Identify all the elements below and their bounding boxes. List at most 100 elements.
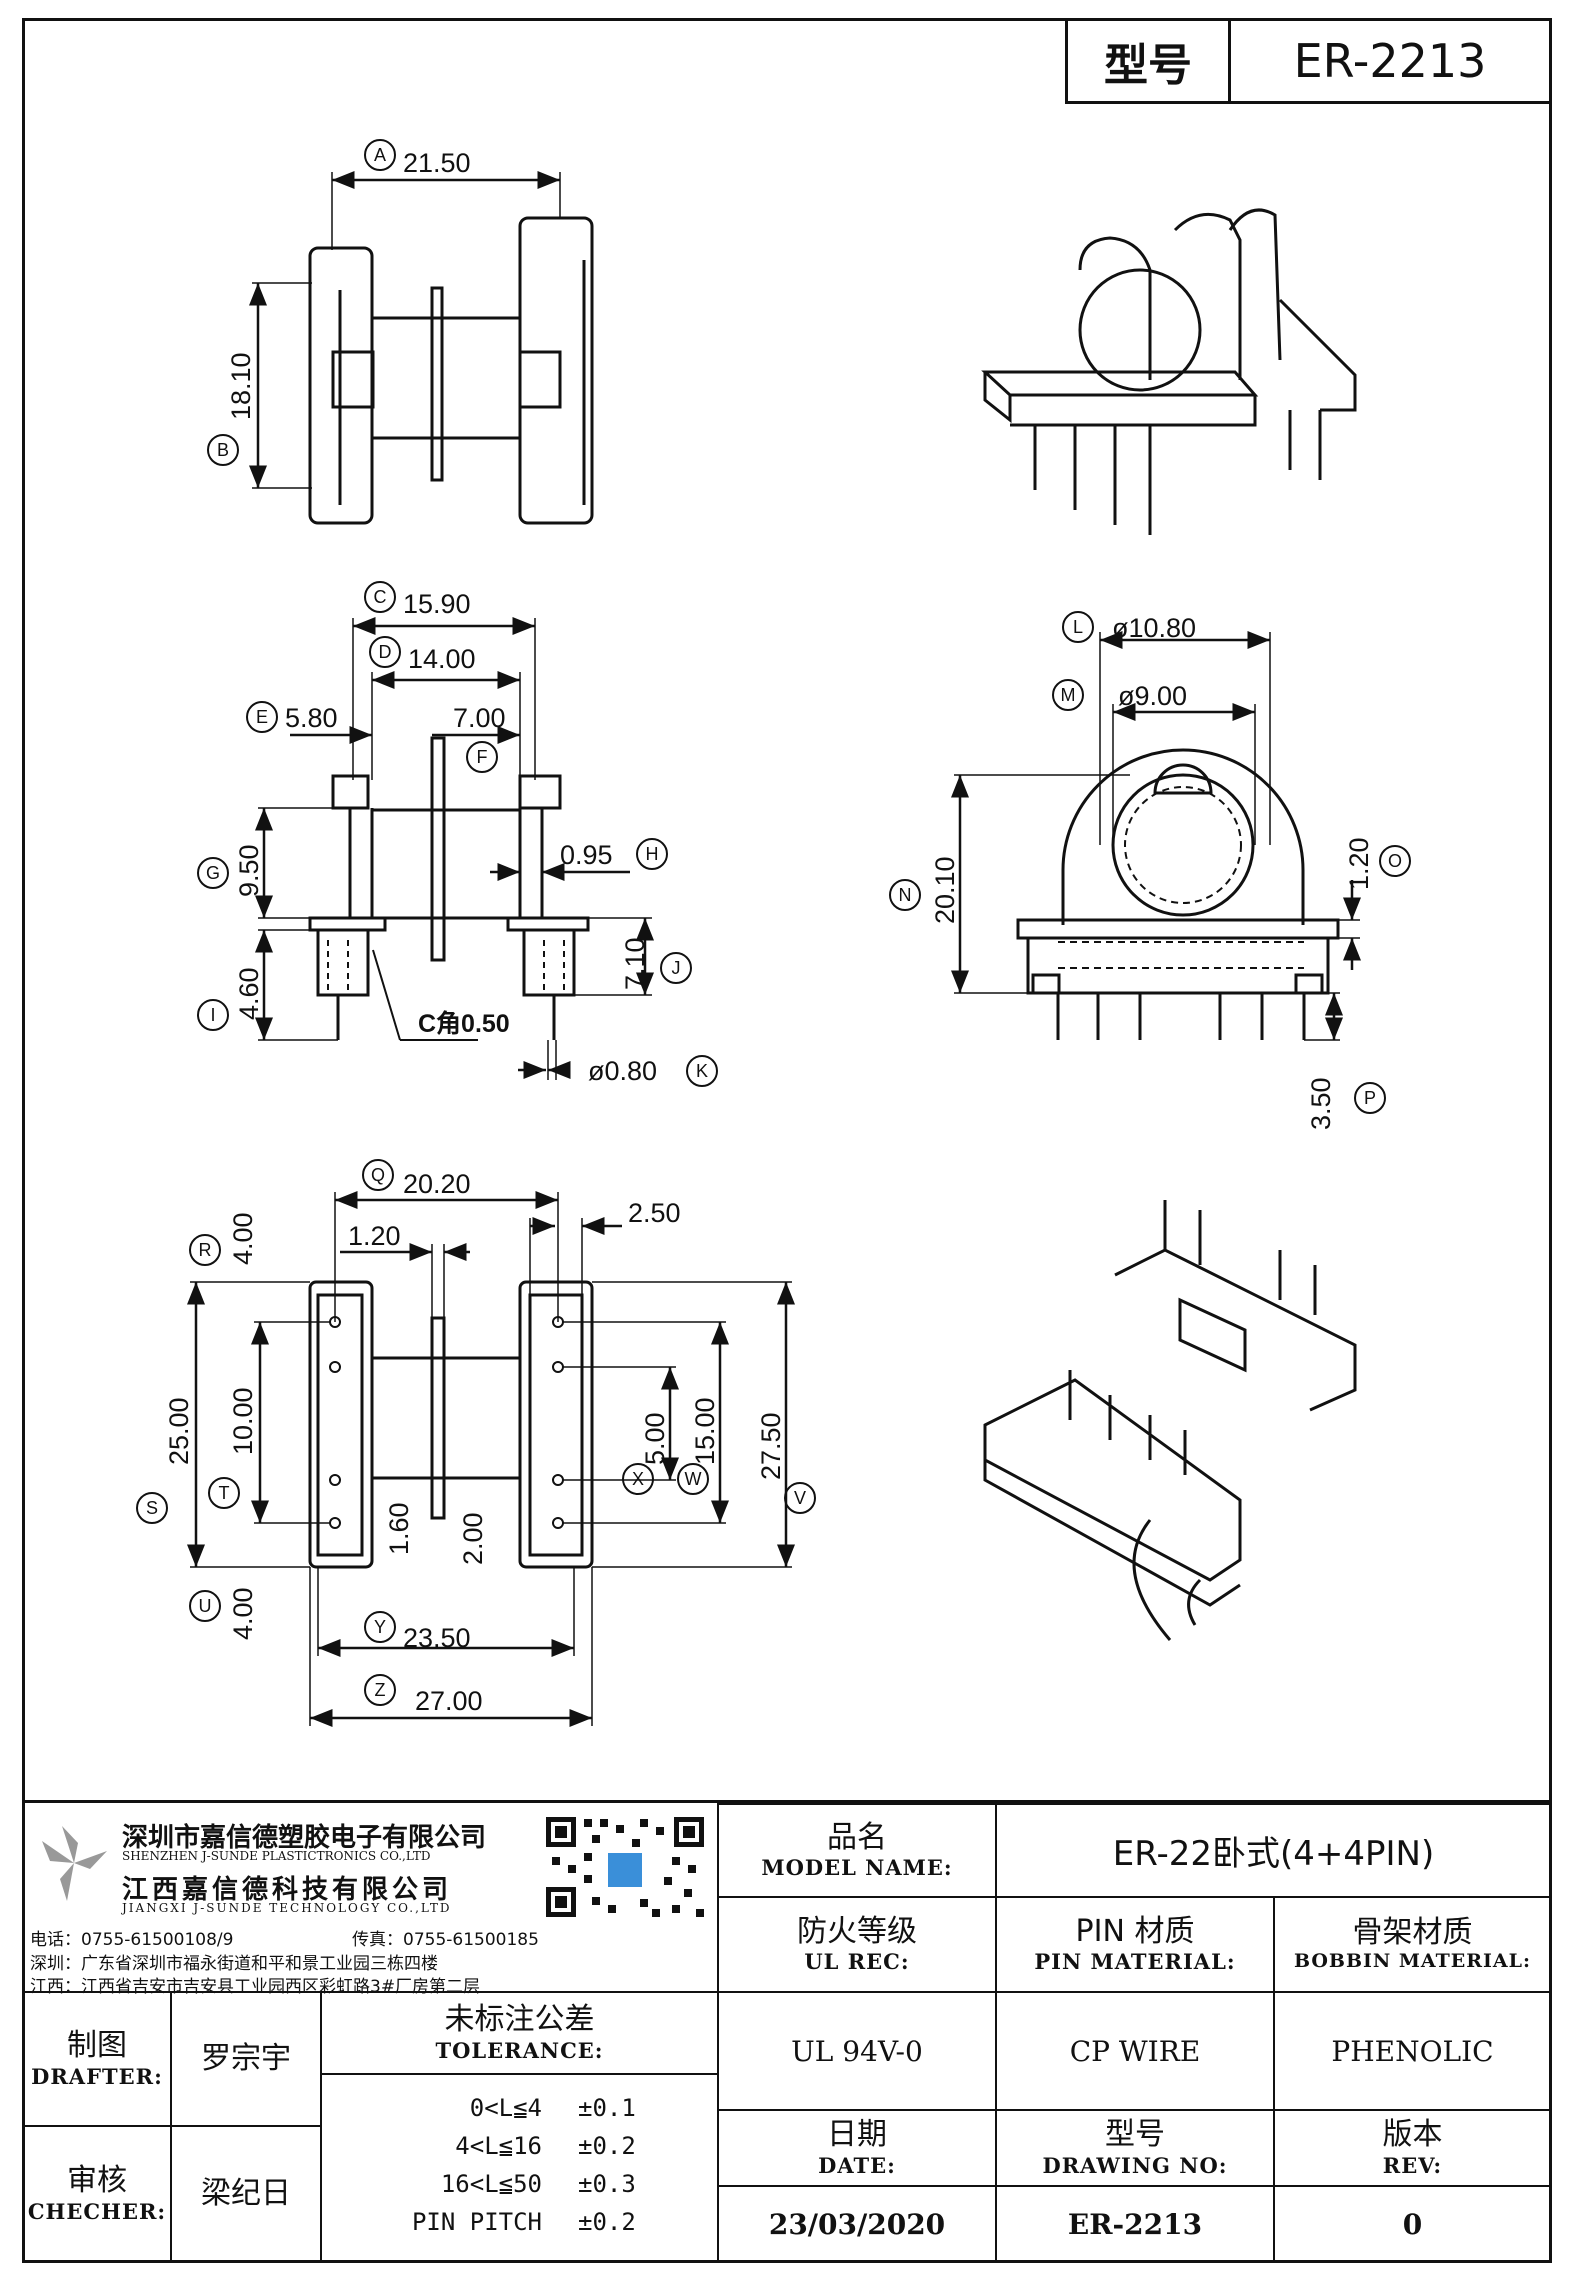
tol-range-1: 0<L≦4 bbox=[469, 2094, 542, 2122]
dim-H: 0.95 bbox=[560, 840, 613, 870]
letter-R: R bbox=[199, 1240, 212, 1260]
dim-C: 15.90 bbox=[403, 589, 471, 619]
dim-U: 4.00 bbox=[228, 1587, 258, 1640]
isometric-view-bottom bbox=[983, 1200, 1357, 1641]
pin-label-cn: PIN 材质 bbox=[1075, 1913, 1195, 1949]
tol-value-2: ±0.2 bbox=[578, 2132, 636, 2160]
dim-T: 1.60 bbox=[384, 1502, 414, 1555]
company-fax: 传真：0755-61500185 bbox=[352, 1930, 539, 1950]
tol-value-4: ±0.2 bbox=[578, 2208, 636, 2236]
dim-2-50: 2.50 bbox=[628, 1198, 681, 1228]
bobbin-label: 骨架材质 BOBBIN MATERIAL: bbox=[1273, 1896, 1552, 1993]
rev-value: 0 bbox=[1273, 2185, 1552, 2263]
dim-G: 9.50 bbox=[234, 844, 264, 897]
letter-V: V bbox=[794, 1488, 806, 1508]
letter-T: T bbox=[219, 1483, 230, 1503]
drawing-no-label-cn: 型号 bbox=[1105, 2117, 1165, 2153]
company-name-cn-2: 江西嘉信德科技有限公司 bbox=[122, 1875, 453, 1905]
dim-B: 18.10 bbox=[226, 352, 256, 420]
model-label: 品名 MODEL NAME: bbox=[717, 1803, 997, 1898]
dim-X: 5.00 bbox=[640, 1412, 670, 1465]
dim-Y: 23.50 bbox=[403, 1623, 471, 1653]
letter-L: L bbox=[1073, 617, 1083, 637]
dim-S: 25.00 bbox=[164, 1397, 194, 1465]
tol-range-4: PIN PITCH bbox=[411, 2208, 542, 2236]
drawing-no-value-text: ER-2213 bbox=[1067, 2207, 1203, 2241]
type-value: ER-2213 bbox=[1293, 34, 1487, 88]
company-name-cn-1: 深圳市嘉信德塑胶电子有限公司 bbox=[122, 1823, 487, 1853]
dim-O: 1.20 bbox=[1344, 837, 1374, 890]
type-label: 型号 bbox=[1104, 40, 1192, 91]
type-box: 型号 ER-2213 bbox=[1065, 18, 1552, 104]
bobbin-value-text: PHENOLIC bbox=[1331, 2034, 1494, 2068]
chamfer-note: C角0.50 bbox=[418, 1010, 510, 1038]
letter-U: U bbox=[199, 1596, 212, 1616]
letter-S: S bbox=[146, 1498, 158, 1518]
model-label-cn: 品名 bbox=[827, 1819, 887, 1855]
date-label: 日期 DATE: bbox=[717, 2109, 997, 2187]
dim-K: ø0.80 bbox=[588, 1056, 657, 1086]
letter-M: M bbox=[1061, 685, 1076, 705]
side-view bbox=[1016, 748, 1340, 1040]
ul-label: 防火等级 UL REC: bbox=[717, 1896, 997, 1993]
company-info: 深圳市嘉信德塑胶电子有限公司 SHENZHEN J-SUNDE PLASTICT… bbox=[22, 1803, 717, 1997]
tolerance-table: 0<L≦4±0.1 4<L≦16±0.2 16<L≦50±0.3 PIN PIT… bbox=[320, 2073, 719, 2263]
company-addr-1: 深圳：广东省深圳市福永街道和平和景工业园三栋四楼 bbox=[30, 1954, 438, 1974]
model-value: ER-22卧式(4+4PIN) bbox=[995, 1803, 1552, 1898]
letter-P: P bbox=[1364, 1088, 1376, 1108]
letter-X: X bbox=[632, 1469, 644, 1489]
letter-G: G bbox=[206, 863, 220, 883]
bobbin-label-cn: 骨架材质 bbox=[1352, 1914, 1473, 1950]
letter-H: H bbox=[646, 844, 659, 864]
bobbin-label-en: BOBBIN MATERIAL: bbox=[1293, 1950, 1532, 1973]
pin-label: PIN 材质 PIN MATERIAL: bbox=[995, 1896, 1275, 1993]
drafter-label-en: DRAFTER: bbox=[31, 2063, 163, 2089]
dim-N: 20.10 bbox=[930, 856, 960, 924]
drawing-no-label-en: DRAWING NO: bbox=[1042, 2152, 1228, 2178]
letter-W: W bbox=[685, 1469, 702, 1489]
dim-V: 27.50 bbox=[756, 1412, 786, 1480]
company-name-en-2: JIANGXI J-SUNDE TECHNOLOGY CO.,LTD bbox=[122, 1901, 452, 1915]
model-value-text: ER-22卧式(4+4PIN) bbox=[1112, 1834, 1435, 1874]
dim-Q: 20.20 bbox=[403, 1169, 471, 1199]
date-label-cn: 日期 bbox=[827, 2117, 887, 2153]
letter-A: A bbox=[374, 145, 386, 165]
qr-code bbox=[542, 1813, 708, 1921]
letter-C: C bbox=[374, 587, 387, 607]
dim-A: 21.50 bbox=[403, 148, 471, 178]
date-label-en: DATE: bbox=[818, 2152, 896, 2178]
top-view bbox=[308, 216, 594, 525]
letter-F: F bbox=[477, 747, 488, 767]
dim-R: 4.00 bbox=[228, 1212, 258, 1265]
tol-value-1: ±0.1 bbox=[578, 2094, 636, 2122]
letter-Q: Q bbox=[371, 1165, 385, 1185]
rev-value-text: 0 bbox=[1402, 2207, 1423, 2241]
tolerance-label-en: TOLERANCE: bbox=[435, 2037, 604, 2063]
letter-I: I bbox=[210, 1005, 215, 1025]
tolerance-label: 未标注公差 TOLERANCE: bbox=[320, 1991, 719, 2075]
dim-2-00: 2.00 bbox=[458, 1512, 488, 1565]
dim-10-00: 10.00 bbox=[228, 1387, 258, 1455]
drawing-no-value: ER-2213 bbox=[995, 2185, 1275, 2263]
pin-value-text: CP WIRE bbox=[1069, 2034, 1201, 2068]
drafter-value-text: 罗宗宇 bbox=[201, 2040, 291, 2076]
ul-value: UL 94V-0 bbox=[717, 1991, 997, 2111]
date-value: 23/03/2020 bbox=[717, 2185, 997, 2263]
front-view bbox=[308, 736, 590, 1040]
letter-Y: Y bbox=[374, 1617, 386, 1637]
pin-value: CP WIRE bbox=[995, 1991, 1275, 2111]
pin-label-en: PIN MATERIAL: bbox=[1034, 1949, 1236, 1975]
checker-label: 审核 CHECHER: bbox=[22, 2125, 172, 2263]
letter-E: E bbox=[256, 707, 268, 727]
dim-F: 7.00 bbox=[453, 703, 506, 733]
dim-E: 5.80 bbox=[285, 703, 338, 733]
ul-label-en: UL REC: bbox=[804, 1949, 910, 1975]
dim-1-20: 1.20 bbox=[348, 1221, 401, 1251]
tol-range-2: 4<L≦16 bbox=[455, 2132, 542, 2160]
letter-J: J bbox=[672, 958, 681, 978]
checker-label-cn: 审核 bbox=[67, 2163, 127, 2199]
letter-D: D bbox=[379, 642, 392, 662]
rev-label-cn: 版本 bbox=[1382, 2117, 1443, 2153]
drafter-value: 罗宗宇 bbox=[170, 1991, 322, 2127]
dim-D: 14.00 bbox=[408, 644, 476, 674]
